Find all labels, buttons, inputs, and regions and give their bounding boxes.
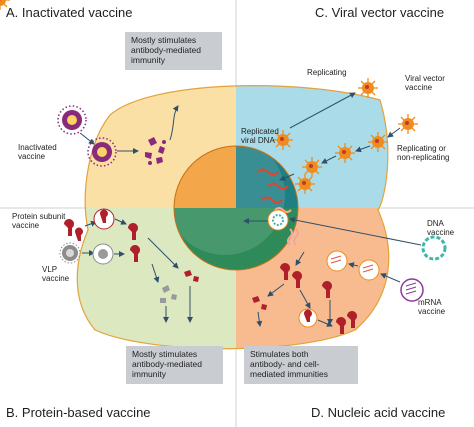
mrna-squiggle: [274, 207, 292, 213]
viral-vector-particle: [334, 142, 356, 164]
viral-vector-particle: [397, 113, 419, 135]
label-line: DNA: [427, 219, 444, 228]
title-nucleic-acid-vaccine: D. Nucleic acid vaccine: [311, 405, 446, 420]
note-top-left: Mostly stimulates antibody-mediated immu…: [125, 32, 222, 70]
viral-vector-particle: [367, 131, 389, 153]
label-line: vaccine: [418, 307, 446, 317]
degraded-peptides: [252, 296, 267, 310]
cell-membrane: [76, 85, 390, 350]
note-line: Mostly stimulates: [132, 349, 198, 359]
label-line: vaccine: [42, 274, 70, 284]
note-bottom-left: Mostly stimulates antibody-mediated immu…: [126, 346, 223, 384]
title-viral-vector-vaccine: C. Viral vector vaccine: [315, 5, 445, 20]
mrna-outside: [400, 278, 424, 302]
label-line: Inactivated: [18, 143, 57, 152]
endosome-protein: [93, 208, 115, 230]
mrna-in-endosome: [358, 259, 380, 281]
note-line: immunity: [131, 55, 166, 66]
label-line: vaccine: [405, 83, 433, 93]
note-bottom-right: Stimulates both antibody- and cell- medi…: [244, 346, 358, 384]
protein-antigen: [130, 244, 140, 262]
dna-squiggle: [267, 182, 289, 190]
label-line: VLP: [42, 265, 58, 274]
note-line: antibody-mediated: [131, 45, 201, 56]
processed-peptides: [184, 270, 199, 282]
label-line: Protein subunit: [12, 212, 66, 221]
note-line: Mostly stimulates: [131, 35, 197, 45]
label-replicated-viral-dna: Replicated viral DNA: [241, 127, 279, 145]
dna-squiggle: [261, 196, 283, 204]
label-vlp-vaccine: VLP vaccine: [42, 265, 69, 283]
secreted-proteins: [336, 311, 357, 334]
label-line: viral DNA: [241, 136, 275, 146]
note-line: immunity: [132, 369, 167, 380]
label-dna-vaccine: DNA vaccine: [427, 219, 454, 237]
note-line: mediated immunities: [250, 369, 328, 380]
viral-vector-particle: [294, 173, 316, 195]
secretory-vesicle: [298, 308, 318, 328]
endosome-mrna: [326, 250, 348, 272]
title-inactivated-vaccine: A. Inactivated vaccine: [6, 5, 133, 20]
protein-subunit-outside: [64, 219, 83, 241]
inactivated-virus-outside: [57, 105, 87, 135]
label-line: non-replicating: [397, 153, 450, 163]
label-viral-vector-vaccine: Viral vector vaccine: [405, 74, 445, 92]
label-replicating-or-non-replicating: Replicating or non-replicating: [397, 144, 449, 162]
inactivated-virus-membrane: [87, 137, 117, 167]
dna-plasmid-outside: [421, 235, 447, 261]
label-protein-subunit-vaccine: Protein subunit vaccine: [12, 212, 65, 230]
label-line: vaccine: [18, 152, 46, 162]
note-line: Stimulates both: [250, 349, 309, 359]
label-mrna-vaccine: mRNA vaccine: [418, 298, 445, 316]
mrna-export: [287, 228, 293, 246]
viral-vector-particle: [357, 77, 379, 99]
translated-proteins: [280, 263, 302, 288]
label-line: vaccine: [12, 221, 40, 231]
label-replicating: Replicating: [307, 68, 347, 77]
label-line: vaccine: [427, 228, 455, 238]
label-inactivated-vaccine: Inactivated vaccine: [18, 143, 57, 161]
title-protein-based-vaccine: B. Protein-based vaccine: [6, 405, 151, 420]
protein-antigen: [128, 223, 138, 240]
vlp-outside: [59, 242, 81, 264]
endosome-dna: [267, 209, 289, 231]
protein-antigen: [322, 281, 332, 298]
label-line: Viral vector: [405, 74, 445, 83]
degraded-vlp: [160, 285, 177, 303]
nucleus-outline: [173, 145, 299, 271]
note-line: antibody- and cell-: [250, 359, 320, 370]
virus-fragments: [145, 137, 166, 165]
label-line: mRNA: [418, 298, 442, 307]
label-line: Replicating or: [397, 144, 446, 153]
note-line: antibody-mediated: [132, 359, 202, 370]
label-line: Replicated: [241, 127, 279, 136]
dna-squiggle: [257, 168, 279, 176]
endosome-vlp: [92, 243, 114, 265]
viral-vector-particle: [0, 0, 10, 10]
mrna-export: [293, 228, 299, 246]
